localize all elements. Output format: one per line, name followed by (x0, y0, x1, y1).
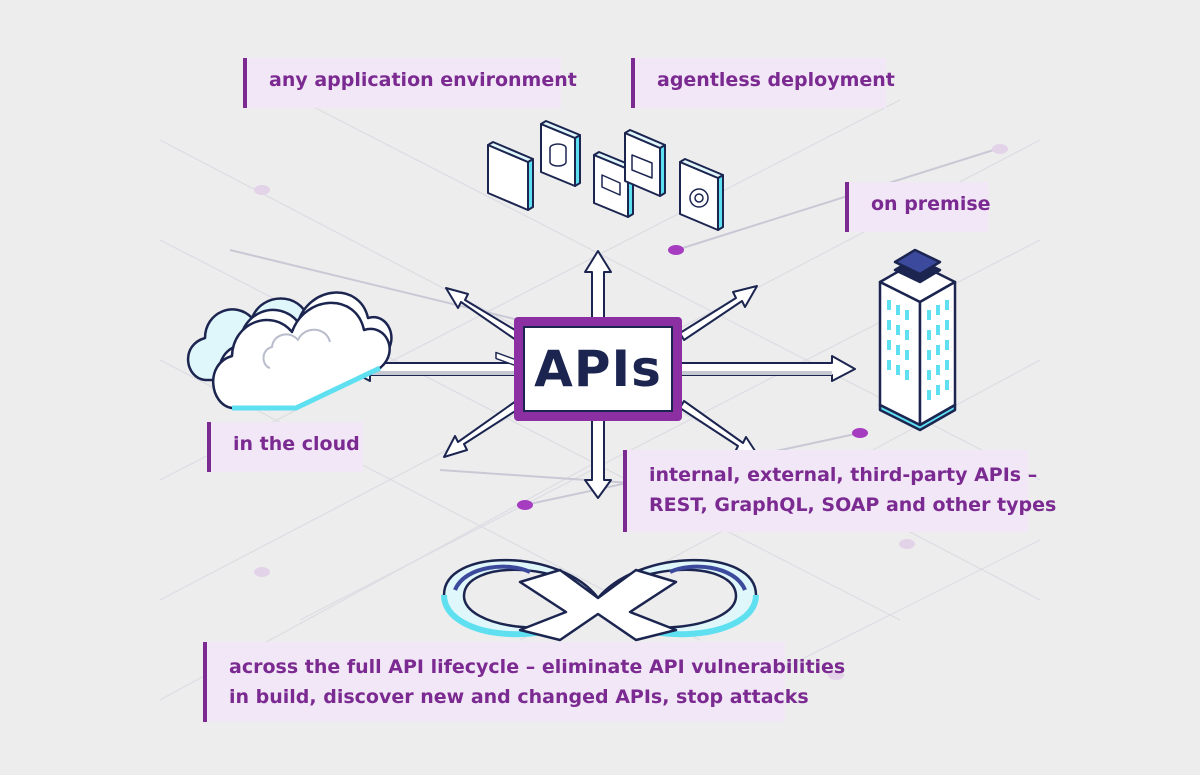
label-in-the-cloud: in the cloud (207, 422, 363, 472)
label-agentless-deployment: agentless deployment (631, 58, 895, 108)
arrow-right (679, 355, 856, 382)
label-api-types: internal, external, third-party APIs – R… (623, 450, 1057, 532)
app-card-4 (624, 129, 666, 197)
building-icon (878, 248, 957, 432)
arrow-shading (372, 371, 832, 375)
infinity-lifecycle-icon (441, 558, 759, 642)
arrow-down (584, 419, 612, 499)
arrow-upper-right (679, 285, 758, 341)
label-lifecycle-line-1: across the full API lifecycle – eliminat… (229, 656, 846, 678)
app-card-2 (540, 120, 581, 187)
arrow-lower-right (679, 400, 760, 458)
label-on-premise-text: on premise (871, 193, 991, 215)
application-cards-icon (487, 120, 724, 367)
label-any-application-environment: any application environment (243, 58, 577, 108)
label-agentless-text: agentless deployment (657, 69, 895, 91)
label-any-application-text: any application environment (269, 69, 577, 91)
app-card-1 (487, 141, 534, 367)
app-card-3 (593, 151, 634, 218)
label-api-lifecycle: across the full API lifecycle – eliminat… (203, 642, 846, 722)
label-api-types-line-2: REST, GraphQL, SOAP and other types (649, 494, 1057, 516)
arrow-up (584, 250, 612, 321)
label-api-types-line-1: internal, external, third-party APIs – (649, 464, 1038, 486)
arrow-upper-left (445, 287, 521, 341)
label-on-premise: on premise (845, 182, 991, 232)
label-lifecycle-line-2: in build, discover new and changed APIs,… (229, 686, 809, 708)
cloud-icon (186, 291, 393, 411)
grid-dots (254, 144, 1008, 680)
label-cloud-text: in the cloud (233, 433, 360, 455)
arrow-lower-left (443, 400, 521, 458)
apis-center-inner: APIs (523, 326, 673, 412)
apis-center-box: APIs (514, 317, 682, 421)
app-card-5 (679, 158, 724, 231)
apis-center-label: APIs (534, 340, 662, 398)
